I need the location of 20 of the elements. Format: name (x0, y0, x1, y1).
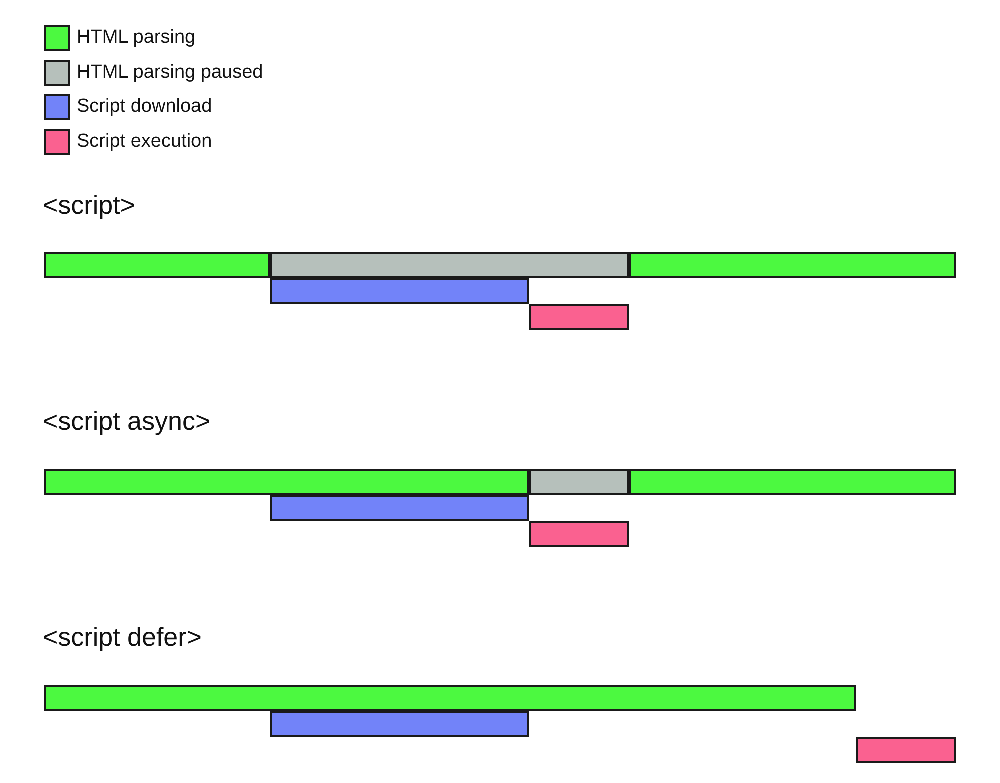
parsing-bar (44, 252, 270, 278)
legend-text: Script download (77, 96, 212, 118)
parsing-bar (629, 469, 956, 495)
parsing-bar (44, 685, 856, 711)
section-heading: <script> (43, 190, 136, 220)
download-bar (270, 711, 529, 737)
parsing-bar (44, 469, 529, 495)
execution-bar (856, 737, 956, 763)
legend-text: HTML parsing (77, 27, 196, 49)
section-heading: <script defer> (43, 622, 202, 652)
paused-bar (529, 469, 629, 495)
section-heading: <script async> (43, 406, 211, 436)
execution-bar (529, 521, 629, 547)
download-bar (270, 495, 529, 521)
paused-bar (270, 252, 629, 278)
parsing-bar (629, 252, 956, 278)
legend-text: Script execution (77, 131, 212, 153)
legend-text: HTML parsing paused (77, 62, 264, 84)
execution-bar (529, 304, 629, 330)
download-bar (270, 278, 529, 304)
